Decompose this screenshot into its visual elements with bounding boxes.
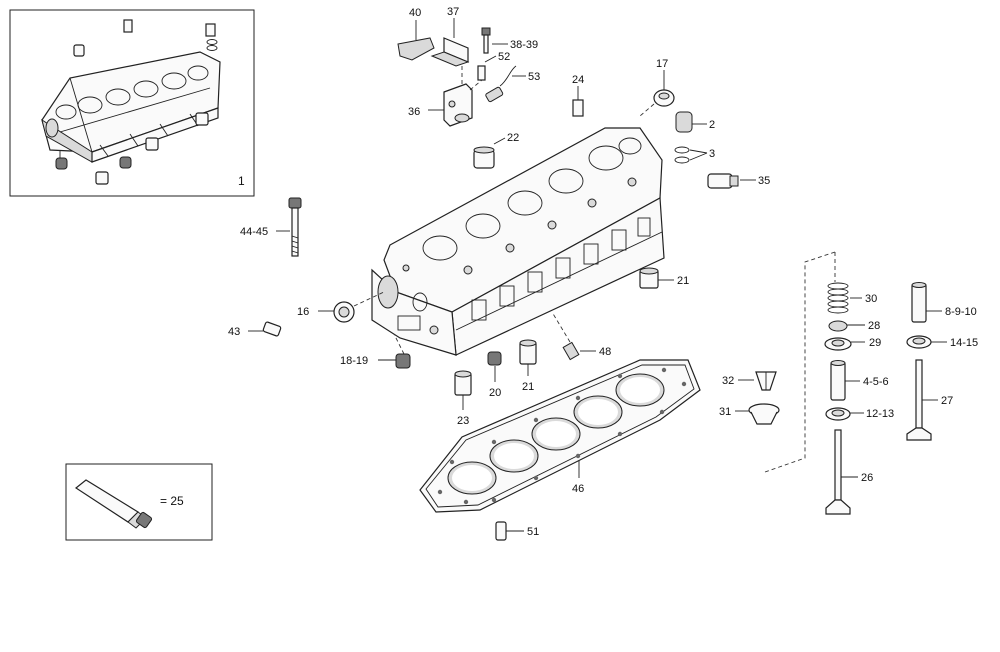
gasket-callout: 46 <box>572 460 584 495</box>
sealant-inset: = 25 <box>65 463 213 541</box>
head-bolt-part-44-45: 44-45 <box>240 197 302 257</box>
housing-part-36: 36 <box>408 64 483 127</box>
callout-25: = 25 <box>160 494 184 508</box>
bushing-part-16: 16 <box>297 291 385 323</box>
callout-37: 37 <box>447 6 459 18</box>
dowel-part-51: 51 <box>495 521 539 541</box>
callout-35: 35 <box>758 175 770 187</box>
bushing-part-21-upper: 21 <box>639 267 689 289</box>
callout-38-39: 38-39 <box>510 39 538 51</box>
bushing-part-21-lower: 21 <box>519 339 537 393</box>
callout-52: 52 <box>498 51 510 63</box>
cylinder-head-icon <box>371 127 665 356</box>
callout-21-lower: 21 <box>522 381 534 393</box>
callout-2: 2 <box>709 119 715 131</box>
callout-40: 40 <box>409 7 421 19</box>
callout-17: 17 <box>656 58 668 70</box>
valve-seat-part-12-13: 12-13 <box>825 407 894 421</box>
head-gasket-icon <box>419 359 701 513</box>
callout-21-upper: 21 <box>677 275 689 287</box>
callout-30: 30 <box>865 293 877 305</box>
rotator-part-31: 31 <box>719 403 780 425</box>
callout-32: 32 <box>722 375 734 387</box>
valve-guide-part-4-5-6: 4-5-6 <box>830 360 889 401</box>
callout-31: 31 <box>719 406 731 418</box>
callout-43: 43 <box>228 326 240 338</box>
callout-44-45: 44-45 <box>240 226 268 238</box>
callout-1: 1 <box>238 174 245 188</box>
spring-retainer-part-28: 28 <box>828 320 880 332</box>
callout-28: 28 <box>868 320 880 332</box>
callout-26: 26 <box>861 472 873 484</box>
valve-part-27: 27 <box>906 359 953 441</box>
sensor-part-53: 53 <box>485 65 540 103</box>
assembly-small-parts <box>55 19 218 185</box>
callout-20: 20 <box>489 387 501 399</box>
callout-22: 22 <box>507 132 519 144</box>
pin-part-43: 43 <box>228 321 282 338</box>
callout-24: 24 <box>572 74 584 86</box>
sleeve-part-17: 17 <box>639 58 675 117</box>
callout-3: 3 <box>709 148 715 160</box>
callout-8-9-10: 8-9-10 <box>945 306 977 318</box>
valve-seat-part-14-15: 14-15 <box>906 335 978 349</box>
collet-part-32: 32 <box>722 371 777 391</box>
injector-sleeve-part-2: 2 <box>675 111 715 133</box>
sensor-part-52: 52 <box>477 51 510 81</box>
callout-46: 46 <box>572 483 584 495</box>
bushing-part-23: 23 <box>454 370 472 427</box>
valve-spring-icon: 30 <box>827 282 877 314</box>
callout-53: 53 <box>528 71 540 83</box>
plug-part-18-19: 18-19 <box>340 333 411 369</box>
connector-part-35: 35 <box>707 173 770 189</box>
callout-51: 51 <box>527 526 539 538</box>
sealant-tube-icon <box>74 479 153 529</box>
bracket-part-40: 40 <box>397 7 435 61</box>
valve-guide-dashline <box>764 251 836 473</box>
assembly-cylinder-head-icon <box>41 51 221 163</box>
spring-pin-part-48: 48 <box>551 311 611 361</box>
bushing-part-22: 22 <box>473 132 519 169</box>
bracket-part-37: 37 <box>430 6 470 67</box>
assembly-inset-frame <box>9 9 255 197</box>
valve-guide-part-8-9-10: 8-9-10 <box>911 282 977 323</box>
callout-16: 16 <box>297 306 309 318</box>
callout-36: 36 <box>408 106 420 118</box>
dowel-part-24: 24 <box>572 74 584 117</box>
bolt-part-38-39: 38-39 <box>481 27 538 54</box>
o-rings-part-3: 3 <box>674 146 715 164</box>
callout-29: 29 <box>869 337 881 349</box>
callout-4-5-6: 4-5-6 <box>863 376 889 388</box>
callout-23: 23 <box>457 415 469 427</box>
callout-18-19: 18-19 <box>340 355 368 367</box>
callout-12-13: 12-13 <box>866 408 894 420</box>
callout-27: 27 <box>941 395 953 407</box>
callout-14-15: 14-15 <box>950 337 978 349</box>
valve-icon: 26 <box>825 429 873 515</box>
callout-48: 48 <box>599 346 611 358</box>
sealant-inset-frame <box>65 463 213 541</box>
assembly-inset: 1 <box>9 9 255 197</box>
plug-part-20: 20 <box>487 351 502 399</box>
spring-seat-part-29: 29 <box>824 337 881 351</box>
